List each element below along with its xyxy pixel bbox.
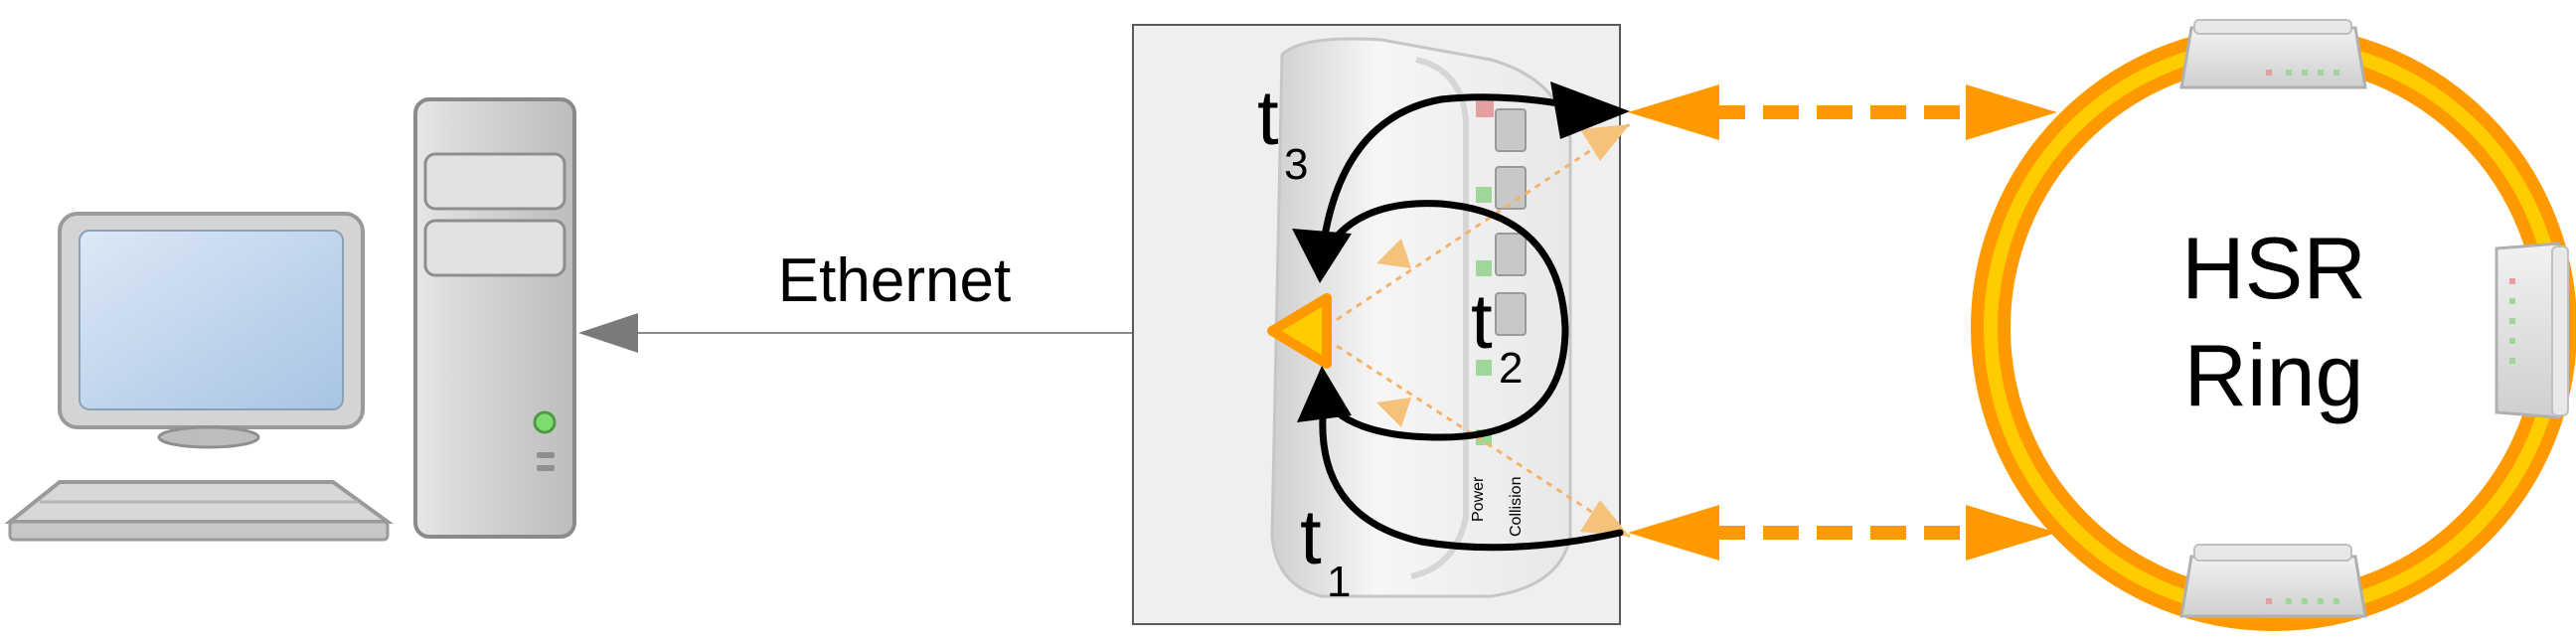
- timing-label-t3: t 3: [1257, 74, 1308, 189]
- ring-node-icon: [2495, 242, 2569, 419]
- ring-node-icon: [2179, 544, 2367, 618]
- computer-tower: [413, 97, 576, 539]
- led-label-collision: Collision: [1508, 477, 1525, 537]
- arrow-left-icon: [578, 313, 638, 353]
- arrow-right-icon: [1966, 505, 2057, 561]
- arrowhead-icon: [1550, 81, 1630, 139]
- svg-text:3: 3: [1284, 140, 1308, 189]
- ethernet-label: Ethernet: [778, 246, 1011, 315]
- svg-text:t: t: [1257, 74, 1279, 161]
- svg-text:1: 1: [1327, 558, 1351, 606]
- ring-label-line2: Ring: [2184, 326, 2364, 424]
- ring-node-icon: [2179, 19, 2367, 89]
- arrowhead-icon: [1297, 366, 1352, 422]
- network-switch-icon: Power Collision: [1132, 24, 1621, 625]
- internal-forwarding-paths: [1316, 122, 1631, 539]
- svg-text:t: t: [1300, 493, 1322, 580]
- led-label-power: Power: [1470, 476, 1487, 522]
- arrow-right-icon: [1966, 84, 2057, 140]
- arrow-left-icon: [1628, 84, 1719, 140]
- hsr-node-marker-icon: [1267, 293, 1332, 369]
- ring-label-line1: HSR: [2181, 219, 2366, 317]
- timing-label-t1: t 1: [1300, 493, 1351, 606]
- svg-text:2: 2: [1499, 344, 1523, 393]
- ring-connections: [1628, 84, 2057, 561]
- arrow-left-icon: [1628, 505, 1719, 561]
- desktop-computer-icon: [4, 97, 576, 542]
- timing-label-t2: t 2: [1471, 277, 1523, 393]
- arrowhead-icon: [1292, 229, 1352, 283]
- hsr-ring: HSR Ring: [1971, 25, 2576, 631]
- frame-flow-arrows: [1316, 93, 1624, 552]
- switch-ports: [1476, 99, 1527, 445]
- svg-text:t: t: [1471, 277, 1493, 365]
